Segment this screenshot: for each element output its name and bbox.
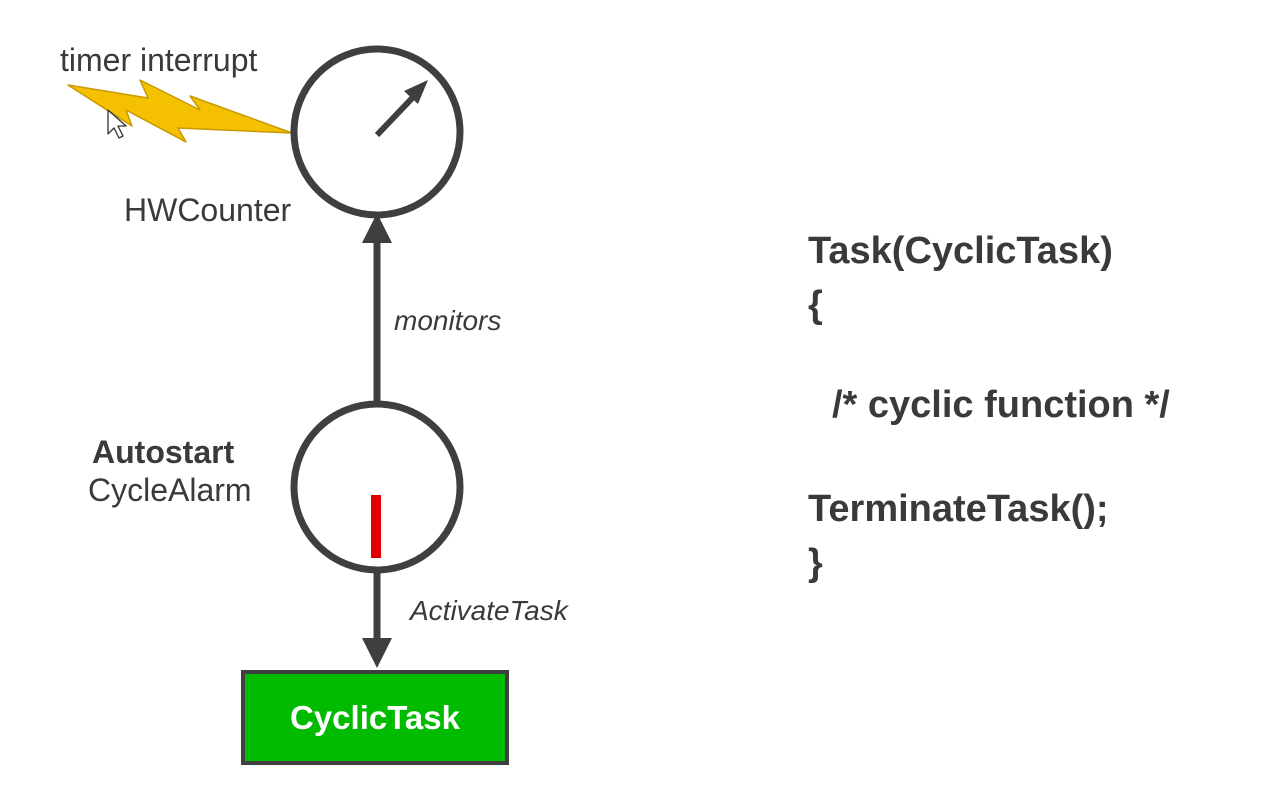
activate-task-label: ActivateTask	[410, 595, 568, 626]
dial-needle-arrow	[374, 89, 421, 138]
autostart-label: Autostart	[92, 434, 235, 470]
monitors-label: monitors	[394, 305, 502, 336]
activate-arrow-head	[362, 638, 392, 668]
code-open-brace: {	[808, 284, 823, 326]
timer-interrupt-label: timer interrupt	[60, 42, 258, 78]
cyclic-task-label: CyclicTask	[290, 698, 460, 736]
cycle-alarm-label: CycleAlarm	[88, 472, 252, 508]
code-comment: /* cyclic function */	[832, 384, 1170, 426]
mouse-pointer-icon	[107, 109, 127, 139]
alarm-marker	[371, 495, 381, 558]
code-terminate-call: TerminateTask();	[808, 488, 1109, 530]
lightning-bolt-icon	[67, 79, 293, 143]
code-task-header: Task(CyclicTask)	[808, 230, 1113, 272]
monitors-arrow-head	[362, 213, 392, 243]
dial-needle-head	[404, 80, 428, 104]
code-close-brace: }	[808, 542, 823, 584]
cyclic-task-box: CyclicTask	[241, 670, 509, 765]
hwcounter-label: HWCounter	[124, 192, 292, 228]
